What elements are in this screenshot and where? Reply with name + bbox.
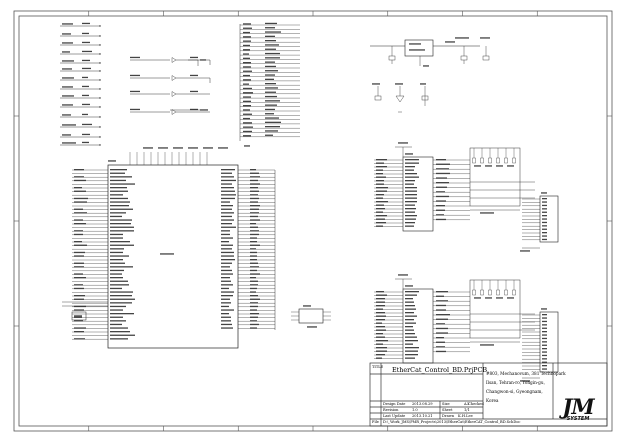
logo-mark: JM (562, 394, 594, 419)
last-update-label: Last Update (383, 414, 406, 418)
address-line-4: Korea (486, 398, 499, 403)
company-logo: JM SYSTEM (558, 396, 598, 424)
sheet-value: 1/1 (464, 408, 470, 412)
mcu-block (62, 147, 276, 349)
file-value: D:\_Work_JMS\PMR_Projects\2013\EtherCat\… (383, 420, 521, 424)
address-line-2: Ilsan, Tehran-ro, Yongin-gu, (486, 380, 545, 385)
title-block-frame (369, 362, 608, 427)
drawn-value: K.H.Lee (458, 414, 473, 418)
sheet-label: Sheet (442, 408, 453, 412)
size-label: Size (442, 402, 450, 406)
zone-ticks (14, 11, 612, 431)
ethernet-phy-bottom (374, 274, 535, 364)
design-date-label: Design Date (383, 402, 406, 406)
checked-label: Checked (468, 402, 484, 406)
signal-list-left (60, 22, 101, 146)
design-date-value: 2013.08.29 (412, 402, 433, 406)
power-regulator-block (370, 37, 490, 113)
rj45-connector-top (520, 192, 559, 252)
ethernet-phy-top (374, 142, 535, 232)
title-value: EtherCat_Control_BD.PrjPCB (392, 366, 488, 374)
revision-label: Revision (383, 408, 399, 412)
file-label: File (372, 420, 379, 424)
revision-value: 1.0 (412, 408, 418, 412)
address-line-3: Changwon-si, Gyeongnam, (486, 389, 543, 394)
address-line-1: #803, Mechanovum, 381 Technopark (486, 371, 566, 376)
signal-list-middle (239, 22, 300, 147)
small-ic-block (291, 305, 331, 328)
last-update-value: 2013.10.21 (412, 414, 433, 418)
logo-subtitle: SYSTEM (566, 416, 590, 422)
drawn-label: Drawn (442, 414, 455, 418)
title-label: TITLE (372, 365, 384, 369)
rj45-connector-bottom (520, 308, 559, 382)
led-indicator-block (130, 56, 211, 115)
size-value: A3 (464, 402, 469, 406)
